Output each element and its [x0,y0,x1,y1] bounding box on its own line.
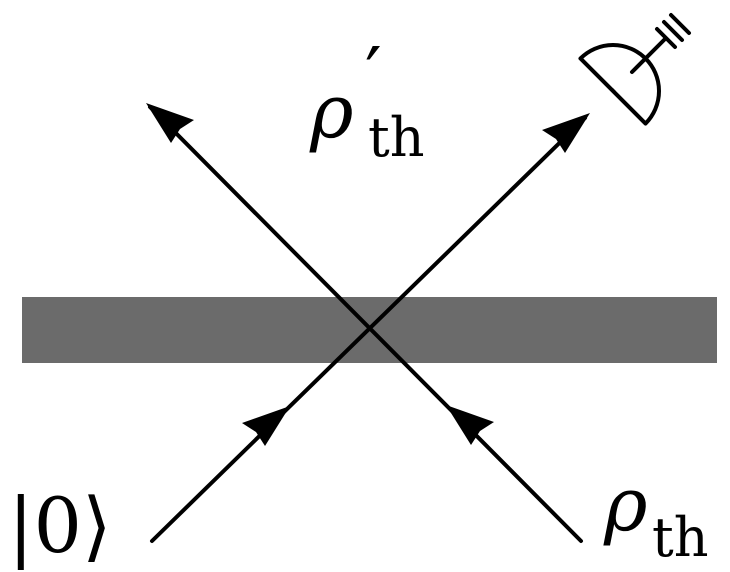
input-rho-subscript: th [652,506,708,569]
output-rho-subscript: th [368,106,424,169]
output-thermal-label: ρ ′ th [309,32,424,169]
vacuum-input-arrowhead [242,406,290,446]
input-thermal-label: ρ th [603,462,708,569]
input-rho-symbol: ρ [603,462,648,548]
output-rho-symbol: ρ [309,69,354,155]
detector-beam-arrowhead [542,113,590,153]
thermal-output-arrowhead [146,103,194,143]
vacuum-state-label: |0⟩ [8,481,112,570]
thermal-input-beam [148,105,583,543]
output-rho-prime: ′ [365,32,382,118]
detector-ground-icon [630,13,691,74]
thermal-input-arrowhead [446,405,494,445]
